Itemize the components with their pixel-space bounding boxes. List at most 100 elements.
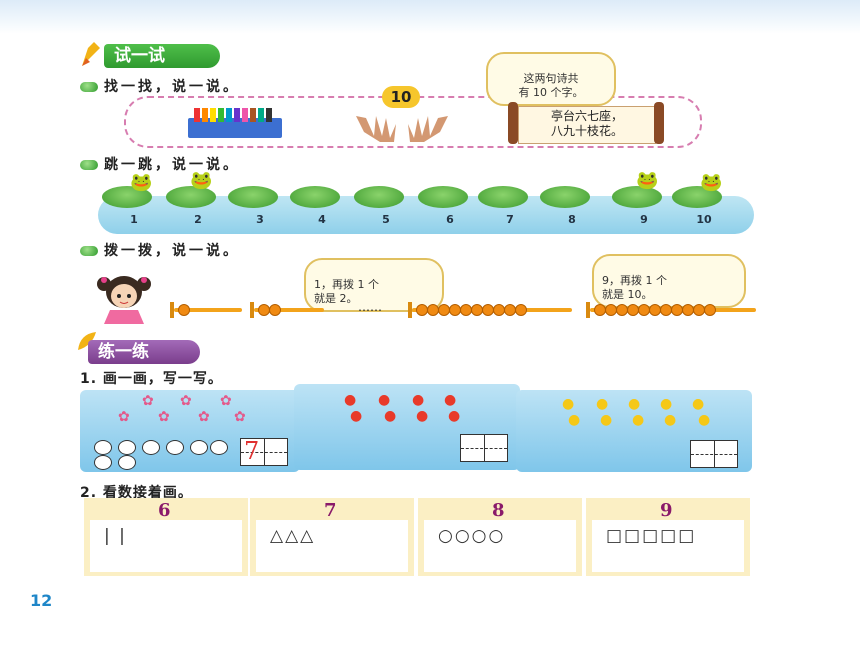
flower-icon: ✿ (142, 393, 154, 409)
write-box-2[interactable] (460, 434, 508, 462)
write-box-3[interactable] (690, 440, 738, 468)
flower-icon: ✿ (234, 409, 246, 425)
rod (254, 308, 324, 312)
lily-pad-number: 4 (318, 213, 326, 226)
q1-speech-bubble: 这两句诗共 有 10 个字。 (486, 52, 616, 106)
lily-pad (102, 186, 152, 208)
bead[interactable] (704, 304, 716, 316)
section-title-practice-text: 练一练 (98, 342, 149, 362)
chick-icon: ● (664, 412, 677, 428)
bullet-icon (80, 246, 98, 256)
frog-icon: 🐸 (700, 172, 723, 193)
badge-ten-text: 10 (390, 88, 412, 106)
lily-pad-number: 6 (446, 213, 454, 226)
scroll-poem: 亭台六七座， 八九十枝花。 (508, 102, 668, 144)
strawberry-icon: ● (350, 408, 363, 424)
written-number: 7 (244, 437, 260, 465)
bead[interactable] (515, 304, 527, 316)
flower-icon: ✿ (158, 409, 170, 425)
pencil-icon (80, 40, 106, 68)
girl-icon (92, 272, 158, 324)
hands-icon (350, 114, 454, 144)
drawn-circle (210, 440, 228, 455)
q1-bubble-text: 这两句诗共 有 10 个字。 (518, 72, 584, 99)
scroll-line-1: 亭台六七座， (550, 109, 623, 123)
scroll-left-rod (508, 102, 518, 144)
strawberry-icon: ● (448, 408, 461, 424)
flower-icon: ✿ (220, 393, 232, 409)
q3-bubble-right: 9，再拨 1 个 就是 10。 (592, 254, 746, 308)
ex2-card-drawing-area[interactable] (592, 520, 744, 572)
bullet-icon (80, 160, 98, 170)
drawn-circle (118, 455, 136, 470)
lily-pad (418, 186, 468, 208)
leaf-icon (76, 330, 98, 352)
rod-end (250, 302, 254, 318)
lily-pad (478, 186, 528, 208)
lily-pad-number: 10 (696, 213, 712, 226)
chick-icon: ● (596, 396, 609, 412)
lily-pad (354, 186, 404, 208)
ex2-card-drawing-area[interactable] (90, 520, 242, 572)
strawberry-icon: ● (378, 392, 391, 408)
ex2-card-drawn-shapes: □□□□□ (606, 526, 697, 546)
drawn-circle (118, 440, 136, 455)
ex2-card-drawn-shapes: ○○○○ (438, 526, 506, 546)
q3-bubble-left: 1，再拨 1 个 就是 2。 (304, 258, 444, 312)
bead[interactable] (269, 304, 281, 316)
lily-pad (290, 186, 340, 208)
strawberry-icon: ● (384, 408, 397, 424)
strawberry-icon: ● (416, 408, 429, 424)
chick-icon: ● (600, 412, 613, 428)
strawberry-icon: ● (412, 392, 425, 408)
lily-pad (166, 186, 216, 208)
lily-pad-number: 3 (256, 213, 264, 226)
frog-icon: 🐸 (130, 172, 153, 193)
lily-pad-number: 1 (130, 213, 138, 226)
drawn-circle (142, 440, 160, 455)
drawn-circle (190, 440, 208, 455)
bead[interactable] (178, 304, 190, 316)
drawn-circle (94, 455, 112, 470)
lily-pad-number: 8 (568, 213, 576, 226)
lily-pad (612, 186, 662, 208)
ex2-card-drawn-shapes: △△△ (270, 526, 316, 546)
lily-pad-number: 5 (382, 213, 390, 226)
ex2-card-number: 7 (324, 500, 337, 521)
ex2-card-number: 8 (492, 500, 505, 521)
flower-icon: ✿ (198, 409, 210, 425)
strawberry-icon: ● (344, 392, 357, 408)
chick-icon: ● (568, 412, 581, 428)
chick-icon: ● (632, 412, 645, 428)
ex2-card-drawing-area[interactable] (424, 520, 576, 572)
drawn-circle (166, 440, 184, 455)
ex2-label-text: 2. 看数接着画。 (80, 485, 193, 501)
lily-pad (540, 186, 590, 208)
lily-pad-number: 9 (640, 213, 648, 226)
section-title-practice: 练一练 (88, 340, 200, 364)
chick-icon: ● (562, 396, 575, 412)
q3-label-text: 拨一拨，说一说。 (104, 243, 240, 259)
scroll-right-rod (654, 102, 664, 144)
chick-icon: ● (660, 396, 673, 412)
write-box-1[interactable]: 7 (240, 437, 288, 466)
rod-end (408, 302, 412, 318)
ex2-label: 2. 看数接着画。 (80, 482, 193, 502)
rod-end (586, 302, 590, 318)
rod (174, 308, 242, 312)
lily-pad-number: 7 (506, 213, 514, 226)
q1-label: 找一找，说一说。 (80, 76, 240, 96)
abacus-ellipsis: …… (358, 300, 382, 314)
q2-label-text: 跳一跳，说一说。 (104, 157, 240, 173)
chick-icon: ● (692, 396, 705, 412)
lily-pad (228, 186, 278, 208)
section-title-try-text: 试一试 (114, 46, 165, 66)
ex2-card-drawing-area[interactable] (256, 520, 408, 572)
strawberry-icon: ● (444, 392, 457, 408)
section-title-try: 试一试 (104, 44, 220, 68)
ex2-card-number: 9 (660, 500, 673, 521)
flower-icon: ✿ (180, 393, 192, 409)
chick-icon: ● (698, 412, 711, 428)
ex2-card-drawn-shapes: | | (104, 526, 127, 546)
crayon-box (188, 108, 282, 138)
